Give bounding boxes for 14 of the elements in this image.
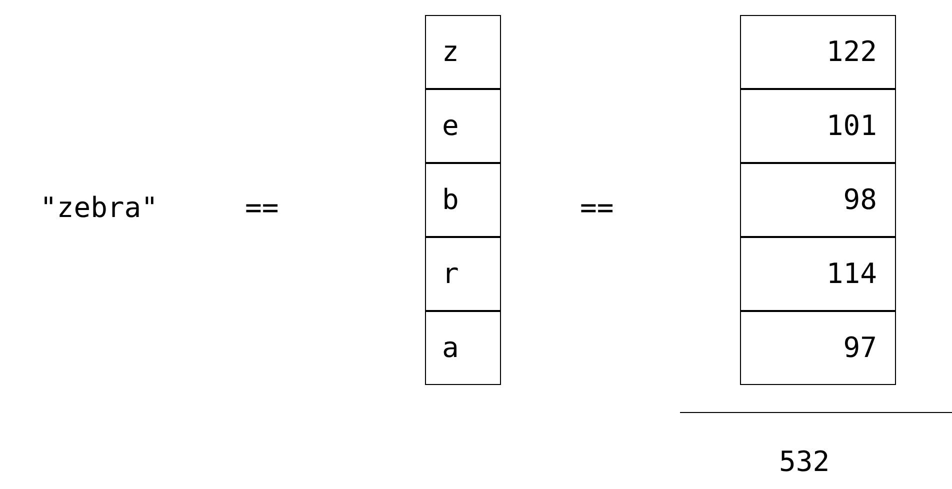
character-code-cell: 114: [740, 237, 896, 311]
equals-sign: ==: [580, 191, 614, 225]
string-literal: "zebra": [40, 191, 158, 225]
character-code-cell: 97: [740, 311, 896, 385]
equals-sign: ==: [245, 191, 279, 225]
character-cell: z: [425, 15, 501, 89]
character-cell: e: [425, 89, 501, 163]
character-cell: r: [425, 237, 501, 311]
character-code-cell: 122: [740, 15, 896, 89]
character-code-cell: 98: [740, 163, 896, 237]
character-code-cell: 101: [740, 89, 896, 163]
character-cell: a: [425, 311, 501, 385]
sum-value: 532: [779, 445, 830, 479]
character-cell: b: [425, 163, 501, 237]
